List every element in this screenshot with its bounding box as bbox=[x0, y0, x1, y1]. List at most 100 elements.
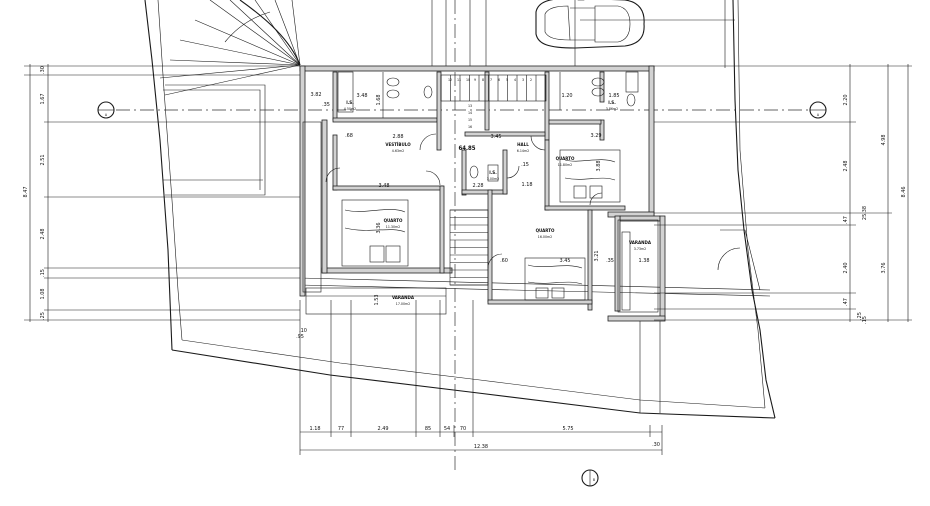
svg-text:.95: .95 bbox=[296, 334, 304, 340]
room-center-name: QUARTO bbox=[536, 228, 555, 234]
svg-text:3.48: 3.48 bbox=[356, 93, 367, 99]
svg-text:B: B bbox=[593, 478, 595, 482]
svg-text:1.68: 1.68 bbox=[376, 94, 382, 105]
car-icon bbox=[535, 0, 645, 49]
dim-bottom-5: 70 bbox=[460, 426, 466, 432]
building-walls bbox=[299, 65, 666, 322]
svg-text:3.88: 3.88 bbox=[596, 160, 602, 171]
dim-bottom-6: 5.75 bbox=[562, 426, 573, 432]
svg-text:7: 7 bbox=[490, 78, 492, 82]
bath-left-name: I.S. bbox=[346, 100, 354, 106]
dim-right-2: .47 bbox=[843, 216, 849, 224]
dim-right-8: 3.76 bbox=[881, 262, 887, 273]
dim-bottom-3: 85 bbox=[425, 426, 431, 432]
room-left-name: QUARTO bbox=[384, 218, 403, 224]
svg-text:2: 2 bbox=[530, 78, 532, 82]
dim-bottom-4: 54 bbox=[444, 426, 450, 432]
dim-left-0: .30 bbox=[40, 66, 46, 74]
svg-text:3.21: 3.21 bbox=[594, 250, 600, 261]
svg-text:.35: .35 bbox=[322, 102, 330, 108]
wc-area: 3.00m2 bbox=[487, 177, 499, 181]
section-marker-b: B bbox=[581, 469, 599, 487]
svg-text:16: 16 bbox=[468, 125, 472, 129]
dim-left-total: 8.47 bbox=[23, 186, 29, 197]
bed-room-right bbox=[559, 149, 621, 203]
balcony-hatching bbox=[302, 121, 659, 315]
main-stair bbox=[440, 74, 547, 286]
dimension-bottom: 1.18 77 2.49 85 54 70 5.75 .30 12.38 bbox=[299, 300, 663, 455]
svg-text:3.29: 3.29 bbox=[590, 133, 601, 139]
dim-right-7: 25.38 bbox=[862, 206, 868, 220]
dim-left-5: 1.08 bbox=[40, 288, 46, 299]
dim-right-9: .15 bbox=[862, 316, 868, 324]
dim-left-6: .25 bbox=[40, 312, 46, 320]
dim-left-3: 2.48 bbox=[40, 228, 46, 239]
svg-text:3: 3 bbox=[522, 78, 524, 82]
dim-right-total: 8.46 bbox=[901, 186, 907, 197]
dim-left-2: 2.51 bbox=[40, 154, 46, 165]
svg-text:15: 15 bbox=[468, 118, 472, 122]
room-right-top-name: QUARTO bbox=[556, 156, 575, 162]
svg-text:1.20: 1.20 bbox=[561, 93, 572, 99]
svg-text:2.28: 2.28 bbox=[472, 183, 483, 189]
section-axis-a bbox=[116, 0, 808, 470]
room-labels: QUARTO 11.30m2 QUARTO 11.80m2 QUARTO 16.… bbox=[344, 100, 652, 306]
svg-text:6: 6 bbox=[498, 78, 500, 82]
svg-text:5: 5 bbox=[506, 78, 508, 82]
wc-name: I.S. bbox=[489, 170, 497, 176]
svg-text:13: 13 bbox=[468, 104, 472, 108]
svg-text:4: 4 bbox=[514, 78, 516, 82]
varanda-bottom-name: VARANDA bbox=[392, 295, 415, 301]
svg-text:.35: .35 bbox=[606, 258, 614, 264]
section-marker-a-left: A bbox=[97, 101, 115, 119]
site-outline bbox=[144, 0, 776, 419]
varanda-right-name: VARANDA bbox=[629, 240, 652, 246]
top-lines bbox=[431, 0, 735, 68]
svg-text:3.48: 3.48 bbox=[378, 183, 389, 189]
inner-dimensions: 3.82 3.48 2.88 3.45 3.29 3.48 2.28 1.18 … bbox=[296, 92, 649, 340]
dim-bottom-small: .30 bbox=[652, 442, 660, 448]
stair-numbers: 12 11 10 9 8 7 6 5 4 3 2 13 14 15 16 bbox=[448, 78, 532, 129]
svg-text:1.18: 1.18 bbox=[521, 182, 532, 188]
room-center-area: 16.00m2 bbox=[538, 235, 552, 239]
bath-right-name: I.S. bbox=[608, 100, 616, 106]
dim-right-5: .25 bbox=[857, 312, 863, 320]
svg-text:8: 8 bbox=[482, 78, 484, 82]
svg-text:64.85: 64.85 bbox=[458, 145, 475, 152]
svg-text:3.82: 3.82 bbox=[310, 92, 321, 98]
bath-left-area: 4.50m2 bbox=[344, 107, 356, 111]
svg-text:11: 11 bbox=[457, 78, 461, 82]
bed-room-center bbox=[524, 257, 586, 301]
svg-text:3.36: 3.36 bbox=[376, 222, 382, 233]
dim-bottom-0: 1.18 bbox=[309, 426, 320, 432]
room-left-area: 11.30m2 bbox=[386, 225, 400, 229]
vestibulo-name: VESTÍBULO bbox=[385, 140, 411, 148]
varanda-right-area: 3.73m2 bbox=[634, 247, 646, 251]
dim-right-3: 2.40 bbox=[843, 262, 849, 273]
dim-right-6: 4.98 bbox=[881, 134, 887, 145]
room-right-top-area: 11.80m2 bbox=[558, 163, 572, 167]
hall-area: 6.14m2 bbox=[517, 149, 529, 153]
dim-left-4: .15 bbox=[40, 269, 46, 277]
svg-text:3.45: 3.45 bbox=[490, 134, 501, 140]
svg-text:.15: .15 bbox=[521, 162, 529, 168]
svg-text:.10: .10 bbox=[299, 328, 307, 334]
level-marker: 64.85 bbox=[458, 145, 475, 152]
spiral-stair bbox=[159, 0, 301, 96]
svg-text:A: A bbox=[105, 113, 108, 117]
svg-text:3.45: 3.45 bbox=[559, 258, 570, 264]
dim-bottom-total: 12.38 bbox=[474, 444, 488, 450]
section-marker-a-right: A bbox=[809, 101, 827, 119]
dim-right-4: .47 bbox=[843, 298, 849, 306]
hall-name: HALL bbox=[517, 142, 529, 148]
svg-text:.60: .60 bbox=[500, 258, 508, 264]
svg-text:9: 9 bbox=[474, 78, 476, 82]
svg-text:1.85: 1.85 bbox=[608, 93, 619, 99]
dim-bottom-1: 77 bbox=[338, 426, 344, 432]
dim-bottom-2: 2.49 bbox=[377, 426, 388, 432]
svg-text:10: 10 bbox=[466, 78, 470, 82]
svg-text:2.88: 2.88 bbox=[392, 134, 403, 140]
bed-room-left bbox=[341, 199, 409, 267]
svg-text:.68: .68 bbox=[345, 133, 353, 139]
